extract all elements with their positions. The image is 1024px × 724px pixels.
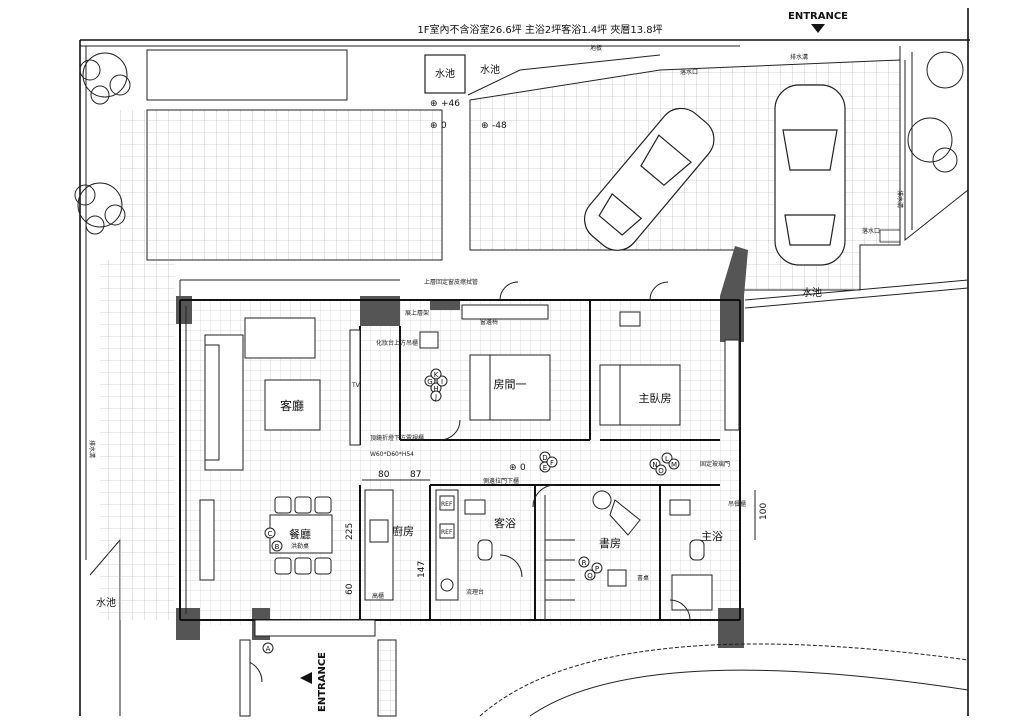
svg-text:D: D <box>542 454 547 462</box>
dim-80: 80 <box>378 470 390 480</box>
drain-top-label: 排水溝 <box>790 53 808 61</box>
svg-text:⊕: ⊕ <box>430 121 438 131</box>
room-dining: 餐廳 <box>289 527 311 541</box>
level-zero-top: 0 <box>441 121 447 131</box>
room-master-bath: 主浴 <box>701 530 723 543</box>
svg-text:P: P <box>595 565 599 573</box>
level-minus48: -48 <box>492 121 507 131</box>
level-plus46: +46 <box>441 99 460 109</box>
drain-left-label: 排水溝 <box>88 440 96 458</box>
entrance-top-label: ENTRANCE <box>788 11 848 22</box>
master-bath-fixtures <box>669 499 713 611</box>
dim-60: 60 <box>345 583 355 595</box>
dim-87: 87 <box>410 470 421 480</box>
dim-147: 147 <box>417 561 427 578</box>
room-master-bedroom: 主臥房 <box>639 392 672 405</box>
stairs <box>544 495 575 620</box>
note-cabinet-size: W60*D60*H54 <box>370 451 414 458</box>
drain-outlet-top: 落水口 <box>680 68 698 76</box>
floor-label: 地板 <box>590 44 602 52</box>
study-furniture <box>592 490 641 587</box>
tv-cabinet: TV <box>349 329 361 446</box>
note-storage: 高櫃 <box>372 592 384 600</box>
marker-circles: A B C D E F G H I J K L M N O P Q R <box>262 368 680 654</box>
pool-box <box>424 54 466 94</box>
svg-text:⊕: ⊕ <box>481 121 489 131</box>
pool-right-edge <box>744 279 969 301</box>
kitchen-counter <box>364 489 459 601</box>
note-fixed-glass: 固定玻璃門 <box>700 460 730 468</box>
site-boundary <box>79 8 970 716</box>
svg-text:K: K <box>434 371 439 379</box>
dim-100: 100 <box>759 503 769 520</box>
svg-text:F: F <box>550 459 554 467</box>
pool-right-label: 水池 <box>802 286 822 299</box>
svg-text:H: H <box>433 385 438 393</box>
svg-text:B: B <box>275 543 280 551</box>
svg-text:A: A <box>266 645 271 653</box>
area-note: 1F室內不含浴室26.6坪 主浴2坪客浴1.4坪 夾層13.8坪 <box>417 23 662 36</box>
car-icon <box>583 84 846 266</box>
svg-text:J: J <box>434 393 437 401</box>
entrance-bottom-label: ENTRANCE <box>317 652 328 712</box>
living-sofa <box>204 317 321 471</box>
pool-top-edge <box>467 54 661 96</box>
svg-text:Q: Q <box>587 572 593 580</box>
doors <box>239 281 691 683</box>
room-guest-bath: 客浴 <box>494 516 516 530</box>
pool-left-label: 水池 <box>96 596 116 609</box>
tree-icon <box>74 51 964 235</box>
svg-text:L: L <box>665 455 669 463</box>
note-sink: 流理台 <box>466 588 484 596</box>
room-kitchen: 廚房 <box>392 524 414 538</box>
fridge-2: REF <box>441 529 453 536</box>
svg-text:N: N <box>652 461 657 469</box>
svg-text:R: R <box>582 559 587 567</box>
room-living: 客廳 <box>280 398 304 413</box>
note-cabinet: 頂鏡折燈下方電視櫃 <box>370 434 424 442</box>
fridge-1: REF <box>441 501 453 508</box>
svg-text:⊕: ⊕ <box>430 99 438 109</box>
room-study: 書房 <box>599 536 621 550</box>
note-vanity: 化妝台上方吊櫃 <box>376 339 418 347</box>
terrace-left-top <box>120 110 147 260</box>
note-window-seat: 窗邊椅 <box>480 318 498 326</box>
note-sliding-door: 側邊拉門下櫃 <box>483 477 519 485</box>
entry-bottom: ENTRANCE <box>239 619 397 717</box>
bedroom1-bed <box>419 304 551 421</box>
note-desk: 書桌 <box>637 574 649 582</box>
terrace-left <box>100 260 175 620</box>
entrance-arrow-icon <box>811 24 825 33</box>
dim-225: 225 <box>345 523 355 540</box>
master-bed <box>599 311 740 431</box>
note-bedroom-shelf: 展上層架 <box>405 309 429 317</box>
drain-right-label: 排水溝 <box>896 190 904 208</box>
entrance-bottom-arrow-icon <box>300 672 312 684</box>
svg-text:C: C <box>268 530 273 538</box>
tv-label: TV <box>351 382 361 389</box>
svg-text:M: M <box>671 461 677 469</box>
garden-bed <box>146 49 348 101</box>
note-stair: 上層回定窗皮擦拭管 <box>424 278 478 286</box>
drain-outlet-right: 落水口 <box>862 227 880 235</box>
terrace-top <box>146 109 443 261</box>
svg-text:E: E <box>543 464 547 472</box>
note-shelf-side: 吊餐櫃 <box>728 500 746 508</box>
svg-text:O: O <box>658 467 664 475</box>
dining-table-label: 洪勒桌 <box>291 542 309 550</box>
pool-box-label: 水池 <box>435 67 455 80</box>
dimensions: 80 87 225 147 60 100 <box>345 470 769 595</box>
room-bedroom1: 房間一 <box>494 378 527 391</box>
svg-text:G: G <box>427 378 432 386</box>
svg-text:I: I <box>441 378 443 386</box>
pool-top-label: 水池 <box>480 63 500 76</box>
entrance-top: ENTRANCE <box>788 11 848 33</box>
guest-bath-fixtures <box>464 499 493 561</box>
